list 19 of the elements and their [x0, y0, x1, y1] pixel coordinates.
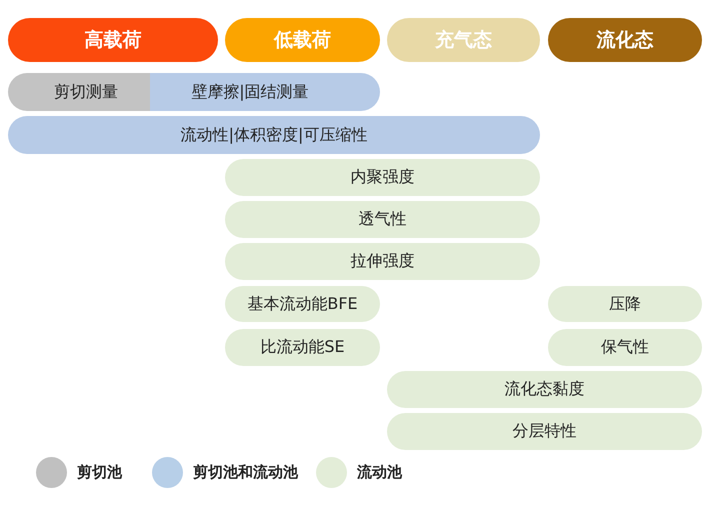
property-bar: 壁摩擦|固结测量	[150, 73, 380, 111]
header-pill: 充气态	[387, 18, 540, 62]
property-bar: 比流动能SE	[225, 329, 380, 366]
property-bar: 基本流动能BFE	[225, 286, 380, 322]
property-bar: 保气性	[548, 329, 702, 366]
property-bar: 内聚强度	[225, 159, 540, 196]
property-bar: 拉伸强度	[225, 243, 540, 280]
property-bar: 压降	[548, 286, 702, 322]
header-pill: 高载荷	[8, 18, 218, 62]
legend-label: 剪切池	[77, 463, 122, 482]
legend-label: 流动池	[357, 463, 402, 482]
property-bar: 透气性	[225, 201, 540, 238]
property-bar: 流化态黏度	[387, 371, 702, 408]
header-pill: 低载荷	[225, 18, 380, 62]
legend-label: 剪切池和流动池	[193, 463, 298, 482]
header-pill: 流化态	[548, 18, 702, 62]
property-bar: 剪切测量	[8, 73, 150, 111]
property-bar: 流动性|体积密度|可压缩性	[8, 116, 540, 154]
property-bar: 分层特性	[387, 413, 702, 450]
